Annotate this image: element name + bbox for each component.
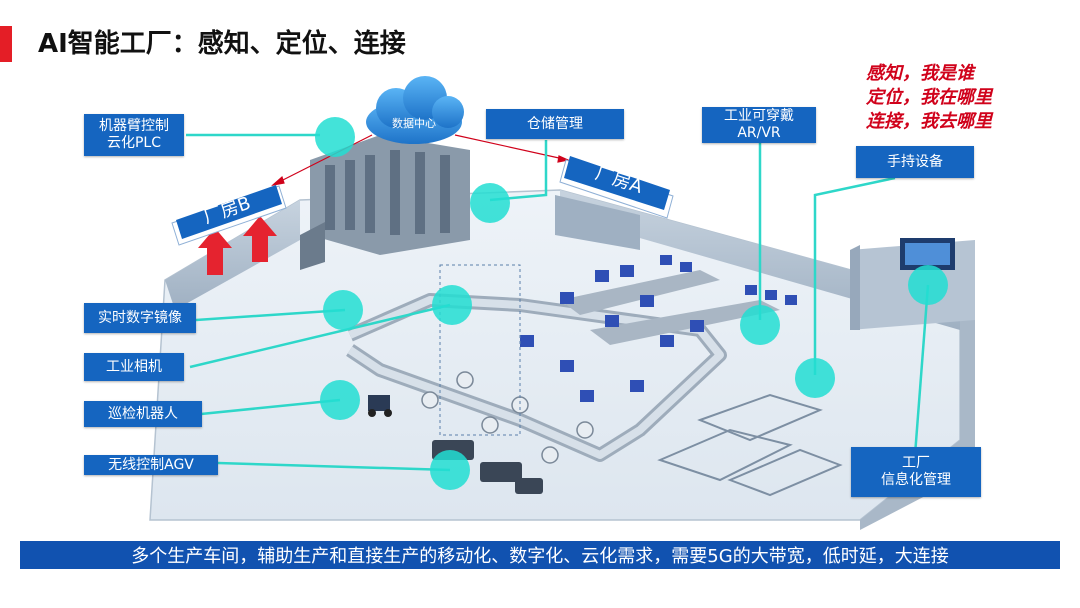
building-a-tag xyxy=(559,156,674,219)
wearable-line2: AR/VR xyxy=(737,125,781,141)
note-line-3: 连接，我去哪里 xyxy=(866,111,992,132)
connector-lines xyxy=(186,133,930,472)
camera-label: 工业相机 xyxy=(84,353,184,381)
robot-arm-plc-label: 机器臂控制 云化PLC xyxy=(84,114,184,156)
hotspot-dots xyxy=(315,117,948,490)
note-line-2: 定位，我在哪里 xyxy=(866,87,992,108)
patrol-robot-label: 巡检机器人 xyxy=(84,401,202,427)
cloud-connections xyxy=(271,134,570,186)
data-center-label: 数据中心 xyxy=(392,117,436,130)
robot-arm-plc-line1: 机器臂控制 xyxy=(99,118,169,134)
wearable-line1: 工业可穿戴 xyxy=(724,108,794,124)
door-left xyxy=(300,222,325,270)
bins xyxy=(520,255,797,402)
building-b-tag xyxy=(171,185,287,246)
storage-area xyxy=(555,195,640,250)
note-line-1: 感知，我是谁 xyxy=(866,63,974,84)
factory-info-line2: 信息化管理 xyxy=(881,472,951,488)
conveyor-line-inner xyxy=(347,296,724,459)
footer-banner: 多个生产车间，辅助生产和直接生产的移动化、数字化、云化需求，需要5G的大带宽，低… xyxy=(20,541,1060,569)
robot-arm-plc-line2: 云化PLC xyxy=(106,135,162,151)
slide-title: AI智能工厂：感知、定位、连接 xyxy=(38,29,406,59)
data-center-cloud xyxy=(366,76,464,144)
handheld-label: 手持设备 xyxy=(856,146,974,178)
agv-label: 无线控制AGV xyxy=(84,455,218,475)
digital-twin-label: 实时数字镜像 xyxy=(84,303,196,333)
perception-note: 感知，我是谁 定位，我在哪里 连接，我去哪里 xyxy=(866,62,992,134)
patrol-robot xyxy=(368,395,392,417)
warehouse-racks xyxy=(310,135,470,255)
factory-info-label: 工厂 信息化管理 xyxy=(851,447,981,497)
factory-info-line1: 工厂 xyxy=(902,455,930,471)
assembly-line xyxy=(560,270,720,315)
red-upload-arrows xyxy=(198,216,277,275)
warehouse-label: 仓储管理 xyxy=(486,109,624,139)
workstations xyxy=(657,393,843,497)
wearable-label: 工业可穿戴 AR/VR xyxy=(702,107,816,143)
title-accent-bar xyxy=(0,26,12,62)
dashed-zone xyxy=(439,264,521,436)
